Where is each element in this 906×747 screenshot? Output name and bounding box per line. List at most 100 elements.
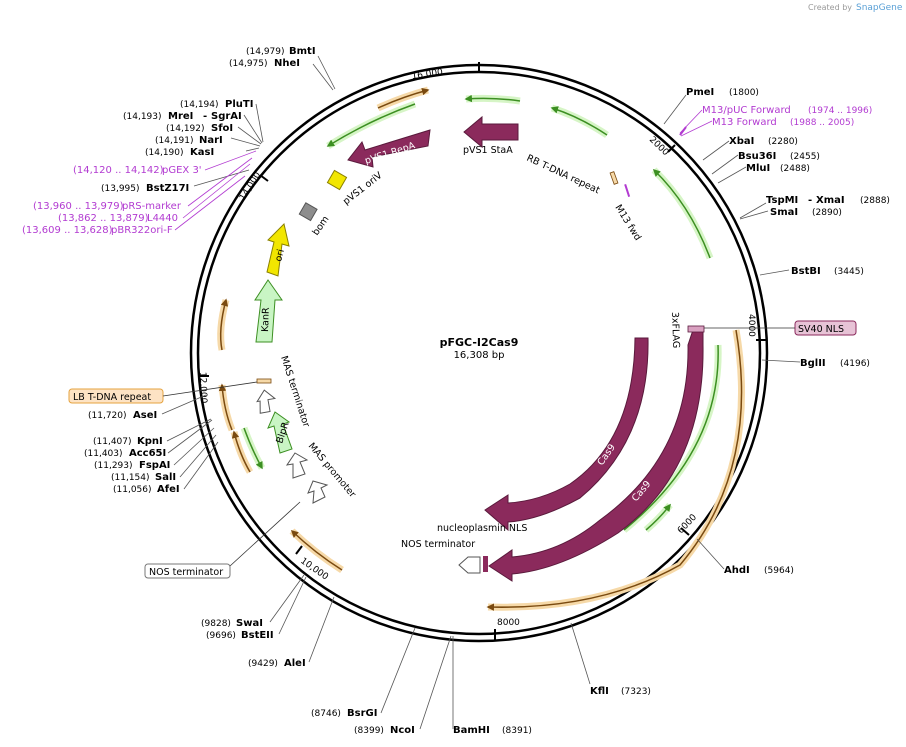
ahdi-pos: (5964) xyxy=(764,566,794,576)
kfli-label[interactable]: KflI xyxy=(590,686,609,697)
m13-primer-mark xyxy=(679,126,687,136)
acc65i-label[interactable]: Acc65I xyxy=(129,448,166,459)
pbr-label[interactable]: pBR322ori-F xyxy=(111,225,173,236)
tspmi-pos: (2888) xyxy=(860,196,890,206)
bglii-label[interactable]: BglII xyxy=(800,358,826,369)
green-arc-right-lower-line xyxy=(623,344,719,531)
bmti-label[interactable]: BmtI xyxy=(289,46,316,57)
afei-label[interactable]: AfeI xyxy=(157,484,180,495)
bamhi-pos: (8391) xyxy=(502,726,532,736)
ori-arrow xyxy=(266,223,290,277)
xbai-pos: (2280) xyxy=(768,137,798,147)
m13puc-range: (1974 .. 1996) xyxy=(808,106,872,116)
tick-label-12000: 12,000 xyxy=(197,372,208,404)
rb-tdna-label: RB T-DNA repeat xyxy=(525,153,602,197)
lb-tdna-mark xyxy=(256,378,272,384)
mrei-label[interactable]: MreI xyxy=(168,111,193,122)
tick-label-8000: 8000 xyxy=(497,618,520,628)
kanr-arrow xyxy=(254,279,283,343)
asei-pos: (11,720) xyxy=(88,411,127,421)
lb-tdna-leader xyxy=(162,381,258,397)
kasi-pos: (14,190) xyxy=(145,148,184,158)
m13puc-label[interactable]: M13/pUC Forward xyxy=(702,105,791,116)
bstz17i-label[interactable]: BstZ17I xyxy=(146,183,189,194)
ring-ticks xyxy=(199,62,766,640)
pbr-range: (13,609 .. 13,628) xyxy=(22,225,113,236)
enzyme-leaders xyxy=(161,55,801,730)
blpr-arrow xyxy=(267,411,293,454)
prs-label[interactable]: pRS-marker xyxy=(122,201,182,212)
pluti-label[interactable]: PluTI xyxy=(225,99,253,110)
mas-promoter-arrow-a xyxy=(285,452,309,479)
nucleoplasmin-mark xyxy=(483,556,488,572)
bom-label: bom xyxy=(310,214,331,238)
sali-label[interactable]: SalI xyxy=(155,472,176,483)
alei-label[interactable]: AleI xyxy=(284,658,306,669)
kanr-label: KanR xyxy=(260,307,272,332)
sfoi-label[interactable]: SfoI xyxy=(211,123,233,134)
smai-label[interactable]: SmaI xyxy=(770,207,798,218)
sgrai-label[interactable]: SgrAI xyxy=(211,111,242,122)
bstz17i-pos: (13,995) xyxy=(101,184,140,194)
mlui-pos: (2488) xyxy=(780,164,810,174)
tspmi-label[interactable]: TspMI xyxy=(766,195,798,206)
bsu36i-pos: (2455) xyxy=(790,152,820,162)
rb-tdna-mark xyxy=(609,171,619,185)
orange-arc-left-b xyxy=(218,384,236,432)
nos-terminator-arrow xyxy=(458,556,481,574)
ncoi-label[interactable]: NcoI xyxy=(390,725,415,736)
bom-mark xyxy=(298,202,318,222)
fspai-pos: (11,293) xyxy=(94,461,133,471)
sfoi-pos: (14,192) xyxy=(166,124,205,134)
bglii-pos: (4196) xyxy=(840,359,870,369)
m13fwd-label[interactable]: M13 Forward xyxy=(712,117,777,128)
nari-label[interactable]: NarI xyxy=(199,135,223,146)
bamhi-label[interactable]: BamHI xyxy=(453,725,490,736)
cas9-outer-arrow xyxy=(488,329,704,582)
kpni-label[interactable]: KpnI xyxy=(137,436,163,447)
bsu36i-label[interactable]: Bsu36I xyxy=(738,151,776,162)
tick-label-14000: 14,000 xyxy=(238,170,263,202)
m13fwd-range: (1988 .. 2005) xyxy=(790,118,854,128)
nhei-label[interactable]: NheI xyxy=(274,58,300,69)
plasmid-name: pFGC-I2Cas9 xyxy=(440,336,519,349)
orange-arc-right-line xyxy=(486,329,743,611)
kpni-pos: (11,407) xyxy=(93,437,132,447)
mrei-pos: (14,193) xyxy=(123,112,162,122)
tick-label-4000: 4000 xyxy=(746,314,756,337)
asei-label[interactable]: AseI xyxy=(133,410,157,421)
tick-label-16000: 16,000 xyxy=(411,68,444,82)
orange-arc-top-line xyxy=(377,87,430,109)
bsteii-label[interactable]: BstEII xyxy=(241,630,274,641)
kasi-label[interactable]: KasI xyxy=(190,147,214,158)
nos-terminator-box-label: NOS terminator xyxy=(149,567,223,578)
bsrgi-label[interactable]: BsrGI xyxy=(347,708,377,719)
acc65i-pos: (11,403) xyxy=(84,449,123,459)
prs-range: (13,960 .. 13,979) xyxy=(33,201,124,212)
pmei-pos: (1800) xyxy=(729,88,759,98)
sgrai-dash: - xyxy=(203,111,207,122)
pvs1-oriv-mark xyxy=(326,169,348,191)
alei-pos: (9429) xyxy=(248,659,278,669)
l4440-label[interactable]: L4440 xyxy=(147,213,178,224)
xmai-label[interactable]: XmaI xyxy=(816,195,845,206)
fspai-label[interactable]: FspAI xyxy=(139,460,170,471)
bsteii-pos: (9696) xyxy=(206,631,236,641)
green-arc-right-tail-line xyxy=(645,503,671,531)
smai-pos: (2890) xyxy=(812,208,842,218)
green-arc-right-upper-line xyxy=(652,168,711,259)
mlui-label[interactable]: MluI xyxy=(746,163,770,174)
xbai-label[interactable]: XbaI xyxy=(729,136,754,147)
pgex3-label[interactable]: pGEX 3' xyxy=(162,165,202,176)
orange-arc-bottom-left-line xyxy=(290,529,343,571)
afei-pos: (11,056) xyxy=(113,485,152,495)
pmei-label[interactable]: PmeI xyxy=(686,87,714,98)
watermark-brand: SnapGene xyxy=(856,3,903,13)
flag-label: 3xFLAG xyxy=(669,312,681,349)
green-features xyxy=(240,94,722,533)
green-arc-top-line xyxy=(464,94,521,103)
bstbi-label[interactable]: BstBI xyxy=(791,266,821,277)
sv40-nls-label: SV40 NLS xyxy=(798,324,844,335)
swai-label[interactable]: SwaI xyxy=(236,618,263,629)
ahdi-label[interactable]: AhdI xyxy=(724,565,750,576)
